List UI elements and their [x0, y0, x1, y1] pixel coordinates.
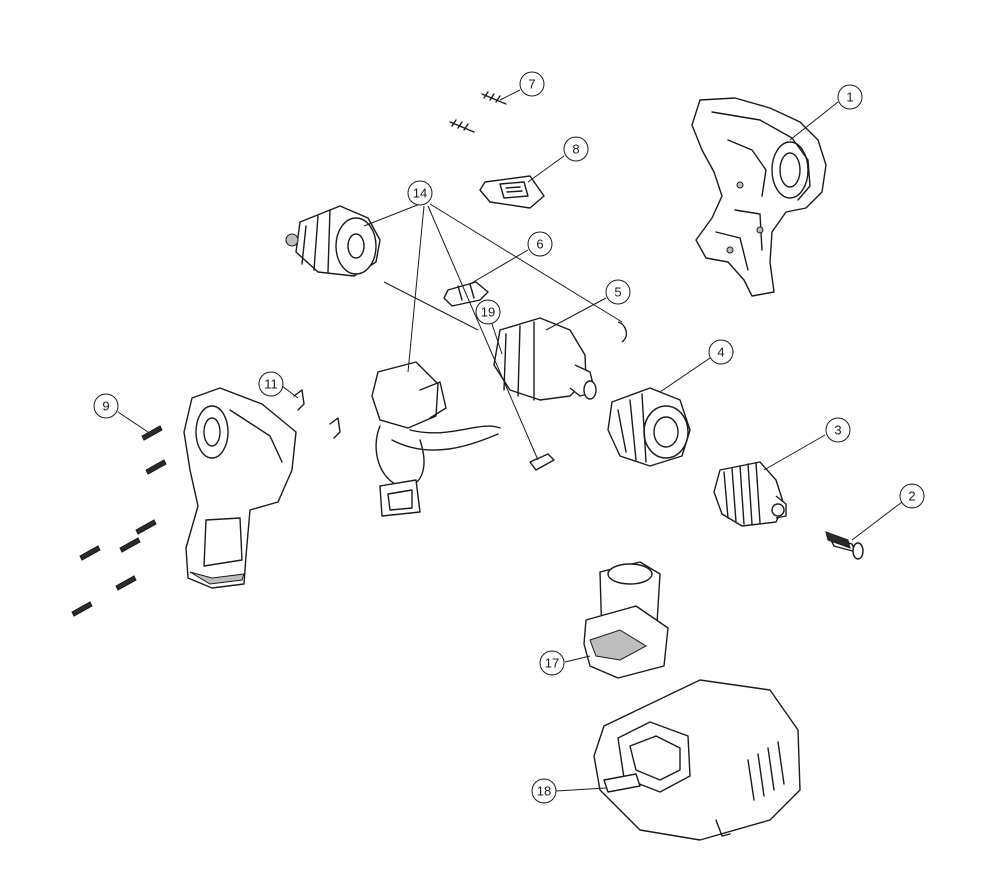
part-clips: [293, 389, 341, 439]
part-screw: [825, 531, 864, 560]
svg-text:9: 9: [102, 399, 109, 414]
callout-9: 9: [93, 393, 119, 419]
callout-7: 7: [519, 71, 545, 97]
part-chuck: [713, 461, 787, 527]
svg-text:19: 19: [481, 305, 495, 320]
leader-lines: [117, 89, 903, 792]
part-battery: [583, 561, 669, 679]
callout-4: 4: [708, 339, 734, 365]
part-brush-clip: [529, 321, 628, 471]
callout-17: 17: [539, 650, 565, 676]
part-switch-assembly: [371, 361, 501, 517]
part-springs: [449, 91, 507, 133]
callout-8: 8: [563, 136, 589, 162]
callout-6: 6: [527, 231, 553, 257]
svg-text:3: 3: [834, 423, 841, 438]
svg-text:5: 5: [614, 285, 621, 300]
part-motor: [285, 205, 381, 277]
svg-text:2: 2: [908, 489, 915, 504]
svg-text:1: 1: [846, 90, 853, 105]
svg-text:4: 4: [717, 345, 724, 360]
svg-text:11: 11: [264, 377, 278, 392]
svg-text:14: 14: [413, 186, 427, 201]
part-gearbox: [493, 317, 597, 401]
part-left-housing: [183, 387, 297, 589]
callout-3: 3: [825, 417, 851, 443]
part-switch-cover: [479, 175, 545, 209]
part-right-housing: [691, 97, 827, 297]
callout-14: 14: [407, 180, 433, 206]
callout-1: 1: [837, 84, 863, 110]
callout-18: 18: [531, 778, 557, 804]
callout-5: 5: [605, 279, 631, 305]
callout-19: 19: [475, 299, 501, 325]
svg-text:8: 8: [572, 142, 579, 157]
svg-text:6: 6: [536, 237, 543, 252]
part-screws-set: [71, 425, 167, 617]
svg-text:17: 17: [545, 656, 559, 671]
svg-text:18: 18: [537, 784, 551, 799]
callout-11: 11: [258, 371, 284, 397]
callout-2: 2: [899, 483, 925, 509]
svg-text:7: 7: [528, 77, 535, 92]
part-charger: [593, 679, 801, 841]
part-torque-collar: [607, 387, 691, 467]
